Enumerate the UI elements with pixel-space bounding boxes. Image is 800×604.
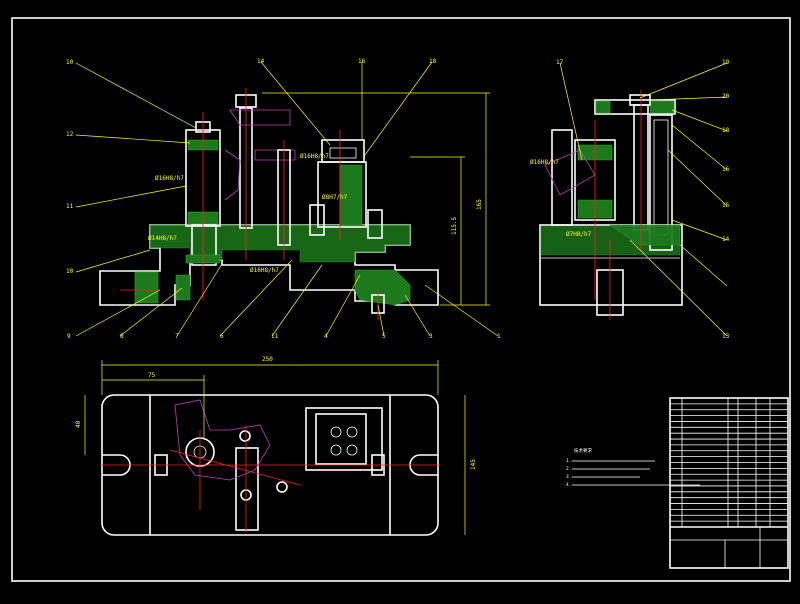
balloon: 14 <box>722 236 730 243</box>
balloon: 17 <box>556 59 564 66</box>
balloon: 12 <box>66 131 74 138</box>
top-view: 250 75 40 145 <box>75 356 477 536</box>
balloon: 4 <box>324 333 328 340</box>
balloon: 16 <box>358 58 366 65</box>
balloon: 3 <box>429 333 433 340</box>
front-view: 165 115.5 Ø16H8/h7 Ø14H8/h7 Ø16H8/h7 Ø8H… <box>66 58 501 340</box>
balloon: 8 <box>120 333 124 340</box>
balloon: 11 <box>66 203 74 210</box>
note-line: 3. <box>566 474 571 480</box>
side-leaders: 17 19 20 18 16 15 14 13 <box>556 59 730 340</box>
fit-label: Ø14H8/h7 <box>148 235 177 242</box>
fit-label: Ø16H8/h7 <box>530 159 559 166</box>
note-line: 4. <box>566 482 571 488</box>
fit-label: Ø16H8/h7 <box>155 175 184 182</box>
fit-label: Ø8H7/h7 <box>322 194 348 201</box>
notes-title: 技术要求 <box>574 447 592 454</box>
note-line: 1. <box>566 458 571 464</box>
drawing-border <box>11 17 791 582</box>
balloon: 20 <box>722 93 730 100</box>
balloon: 10 <box>66 268 74 275</box>
dim-115-5: 115.5 <box>451 217 458 235</box>
balloon: 1 <box>497 333 501 340</box>
balloon: 5 <box>382 333 386 340</box>
fit-label: Ø7H8/h7 <box>566 231 592 238</box>
balloon: 6 <box>220 333 224 340</box>
balloon: 10 <box>66 59 74 66</box>
dim-40: 40 <box>75 420 82 428</box>
side-view: Ø16H8/h7 Ø7H8/h7 17 19 20 18 16 15 14 13 <box>530 59 730 340</box>
dim-165: 165 <box>476 199 483 210</box>
fit-label: Ø16H8/h7 <box>250 267 279 274</box>
balloon: 9 <box>67 333 71 340</box>
dim-250: 250 <box>262 356 273 363</box>
dim-145: 145 <box>470 459 477 470</box>
balloon: 19 <box>722 59 730 66</box>
balloon: 14 <box>257 58 265 65</box>
balloon: 11 <box>271 333 279 340</box>
dim-75: 75 <box>148 372 156 379</box>
fit-label: Ø16H8/h7 <box>300 153 329 160</box>
front-leaders: 10 12 11 10 9 8 7 6 11 4 5 3 1 14 16 18 <box>66 58 501 340</box>
balloon: 13 <box>722 333 730 340</box>
balloon: 18 <box>429 58 437 65</box>
technical-notes: 技术要求 1. 2. 3. 4. <box>566 447 700 488</box>
balloon: 7 <box>175 333 179 340</box>
balloon: 18 <box>722 127 730 134</box>
title-block <box>669 397 789 569</box>
balloon: 15 <box>722 202 730 209</box>
note-line: 2. <box>566 466 571 472</box>
balloon: 16 <box>722 166 730 173</box>
